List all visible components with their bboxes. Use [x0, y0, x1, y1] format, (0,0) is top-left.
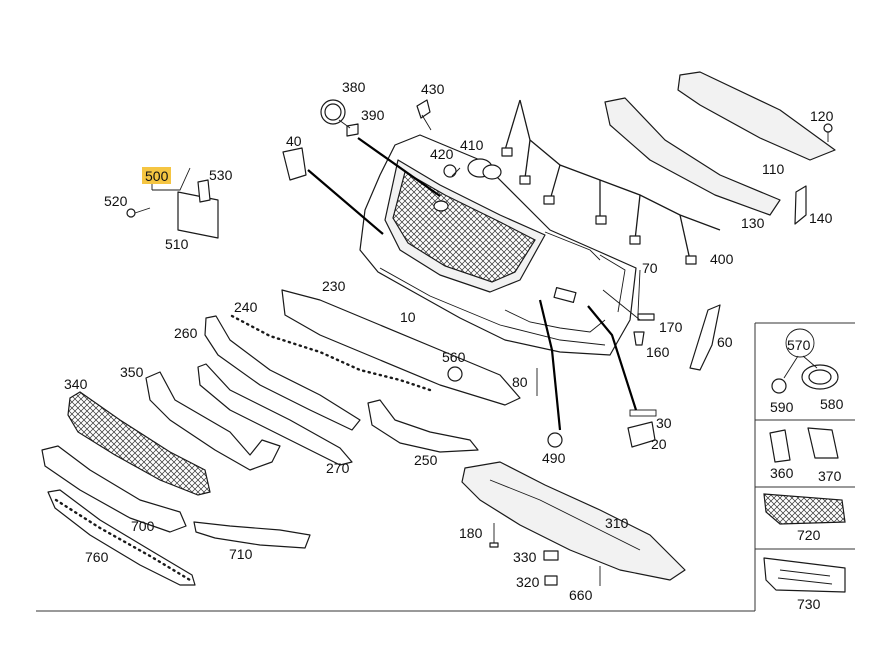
label-420: 420	[430, 146, 454, 162]
label-270: 270	[326, 460, 350, 476]
label-500: 500	[145, 168, 169, 184]
nut-330	[543, 550, 559, 561]
label-490: 490	[542, 450, 566, 466]
clip-560	[447, 366, 463, 382]
label-380: 380	[342, 79, 366, 95]
label-720: 720	[797, 527, 821, 543]
label-350: 350	[120, 364, 144, 380]
label-390: 390	[361, 107, 385, 123]
side-panel-frame	[754, 322, 855, 611]
clip-390	[346, 123, 359, 137]
grille-insert-360	[769, 429, 791, 463]
label-310: 310	[605, 515, 629, 531]
sensor-490	[547, 432, 563, 448]
label-10: 10	[400, 309, 416, 325]
label-660: 660	[569, 587, 593, 603]
reinforcement-bar-lower	[604, 97, 781, 216]
screw-160	[633, 331, 645, 346]
label-40: 40	[286, 133, 302, 149]
label-260: 260	[174, 325, 198, 341]
label-510: 510	[165, 236, 189, 252]
label-410: 410	[460, 137, 484, 153]
label-180: 180	[459, 525, 483, 541]
screw-520	[126, 207, 151, 218]
label-170: 170	[659, 319, 683, 335]
trim-strip-270	[197, 363, 353, 466]
label-30: 30	[656, 415, 672, 431]
parking-sensor	[467, 158, 502, 180]
label-360: 360	[770, 465, 794, 481]
leader-lines	[307, 114, 818, 431]
label-530: 530	[209, 167, 233, 183]
label-240: 240	[234, 299, 258, 315]
label-700: 700	[131, 518, 155, 534]
bracket-430	[416, 99, 431, 119]
label-560: 560	[442, 349, 466, 365]
label-70: 70	[642, 260, 658, 276]
label-120: 120	[810, 108, 834, 124]
group-circle-570	[785, 328, 815, 358]
reinforcement-bar-upper	[677, 71, 836, 161]
ring-420	[443, 164, 457, 178]
wiring-harness	[501, 99, 721, 265]
bolt-120	[823, 123, 833, 142]
lower-strip-710	[193, 521, 311, 549]
label-340: 340	[64, 376, 88, 392]
insert-720	[763, 493, 846, 525]
part-labels: 10 20 30 40 60 70 80 110 120 130 140 160…	[64, 79, 844, 612]
label-130: 130	[741, 215, 765, 231]
label-580: 580	[820, 396, 844, 412]
label-110: 110	[762, 161, 785, 177]
trim-strip-250	[367, 399, 479, 453]
label-760: 760	[85, 549, 109, 565]
underbody-panel-310	[461, 461, 686, 581]
label-20: 20	[651, 436, 667, 452]
highlight-500	[142, 167, 171, 184]
grille-340	[67, 391, 211, 496]
frame-370	[807, 427, 839, 459]
label-400: 400	[710, 251, 734, 267]
label-590: 590	[770, 399, 794, 415]
emblem	[320, 99, 346, 125]
lower-strip-700	[41, 445, 187, 533]
fog-ring-580	[801, 364, 839, 390]
grille-bracket-350	[145, 371, 281, 471]
trim-strip-240	[230, 314, 432, 392]
label-520: 520	[104, 193, 128, 209]
tow-cover-20	[627, 421, 656, 448]
label-250: 250	[414, 452, 438, 468]
label-140: 140	[809, 210, 833, 226]
label-430: 430	[421, 81, 445, 97]
side-bracket-60	[689, 304, 721, 371]
ring-590	[771, 378, 787, 394]
label-730: 730	[797, 596, 821, 612]
clip-30	[629, 409, 657, 417]
nut-320	[544, 575, 558, 586]
label-370: 370	[818, 468, 842, 484]
label-320: 320	[516, 574, 540, 590]
license-plate-bracket	[126, 167, 219, 239]
side-bracket-140	[794, 185, 807, 225]
label-230: 230	[322, 278, 346, 294]
label-570: 570	[787, 337, 811, 353]
label-160: 160	[646, 344, 670, 360]
label-330: 330	[513, 549, 537, 565]
label-80: 80	[512, 374, 528, 390]
label-60: 60	[717, 334, 733, 350]
label-710: 710	[229, 546, 253, 562]
tow-hook-cap	[282, 147, 307, 181]
trim-strip-260	[204, 315, 361, 431]
screw-180	[489, 523, 499, 548]
bumper-cover	[359, 134, 637, 356]
insert-730	[763, 557, 846, 593]
screw-170	[637, 313, 655, 321]
